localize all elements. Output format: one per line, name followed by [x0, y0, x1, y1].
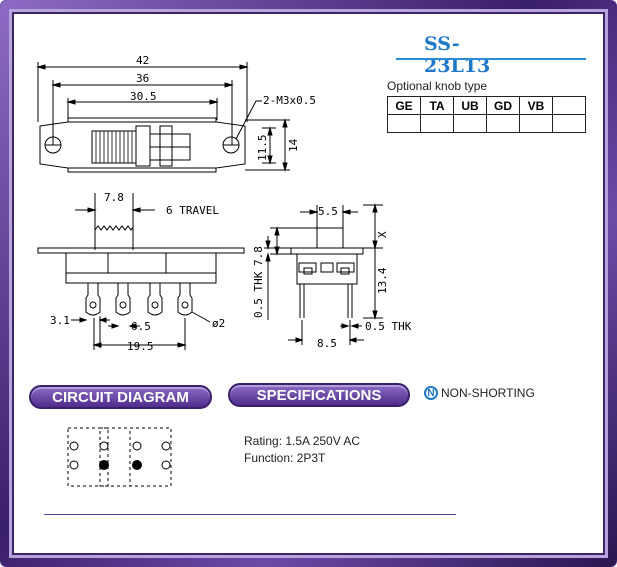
terminal — [132, 441, 142, 451]
terminal — [161, 460, 171, 470]
model-label: SS-23L13 — [424, 33, 491, 77]
dim-end-knob: 5.5 — [318, 205, 338, 218]
circuit-diagram-header: CIRCUIT DIAGRAM — [29, 385, 212, 409]
dim-overall: 42 — [136, 54, 149, 67]
circuit-diagram — [67, 427, 172, 487]
dim-pitch: 6.5 — [131, 320, 151, 333]
title-underline — [396, 58, 586, 60]
terminal — [69, 460, 79, 470]
non-shorting-label: N NON-SHORTING — [424, 386, 535, 400]
end-view — [264, 203, 383, 345]
dim-mount: 36 — [136, 72, 149, 85]
dim-end-x: X — [376, 231, 389, 238]
dim-end-height: 13.4 — [376, 267, 389, 294]
terminal — [161, 441, 171, 451]
knob-caption: Optional knob type — [387, 79, 488, 93]
dim-travel: 6 TRAVEL — [166, 204, 219, 217]
dim-end-width: 8.5 — [317, 337, 337, 350]
dim-end-plate: 0.5 THK — [252, 271, 265, 318]
dim-span: 19.5 — [127, 340, 154, 353]
footer-divider — [44, 514, 456, 515]
dim-end-knob-height: 7.8 — [252, 246, 265, 266]
terminal — [69, 441, 79, 451]
dim-screw: 2-M3x0.5 — [263, 94, 316, 107]
terminal-common — [99, 460, 109, 470]
non-shorting-icon: N — [424, 386, 438, 400]
specifications-header: SPECIFICATIONS — [228, 383, 410, 407]
dim-height-inner: 11.5 — [256, 135, 269, 162]
top-view — [36, 62, 290, 173]
knob-empty-row — [387, 114, 586, 133]
knob-empty-cell — [552, 114, 586, 133]
dim-height-outer: 14 — [287, 138, 300, 152]
knob-type-row: GE TA UB GD VB — [387, 96, 586, 115]
non-shorting-text: NON-SHORTING — [441, 386, 535, 400]
specifications-text: Rating: 1.5A 250V AC Function: 2P3T — [244, 433, 360, 467]
dim-body: 30.5 — [130, 90, 157, 103]
dim-hole: ø2 — [212, 317, 225, 330]
knob-type-cell: UB — [453, 96, 487, 115]
terminal — [99, 441, 109, 451]
side-view — [37, 193, 245, 350]
dim-pin-offset: 3.1 — [50, 314, 70, 327]
terminal-common — [132, 460, 142, 470]
spec-rating: Rating: 1.5A 250V AC — [244, 434, 361, 448]
dim-knob-width: 7.8 — [104, 191, 124, 204]
dim-end-pin-thk: 0.5 THK — [365, 320, 412, 333]
knob-type-table: GE TA UB GD VB — [387, 96, 586, 133]
spec-function: Function: 2P3T — [244, 451, 326, 465]
